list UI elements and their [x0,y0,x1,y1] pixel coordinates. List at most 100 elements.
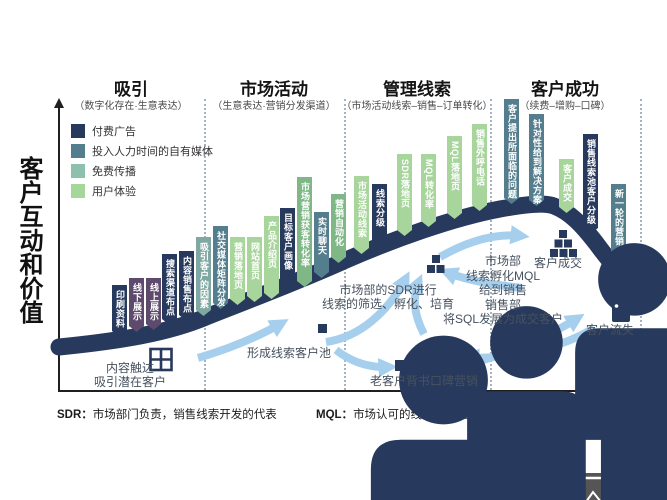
deal-box-icon [554,239,563,248]
annotation-line: 线索孵化MQL [465,268,541,283]
journey-bar-label: SDR落地页 [400,159,410,209]
journey-bar: 吸引客户的因素 [196,237,211,316]
journey-bar: 市场活动线索 [354,176,369,254]
journey-bar-label: 印刷资料 [115,290,125,328]
legend-label: 投入人力时间的自有媒体 [92,145,213,158]
footnote-term: MQL： [316,409,354,421]
journey-bar: 销售线索池客户分级 [583,134,598,234]
journey-bar-label: 营销落地页 [233,242,243,290]
journey-bar-label: 市场营销获客转化率 [300,182,310,268]
y-axis-title: 客户互动和价值 [15,156,42,324]
legend-item: 免费传播 [71,161,213,180]
journey-bar-label: 网站首页 [250,242,260,280]
journey-bar: 搜索渠道布点 [162,254,177,325]
section-title: 吸引 [114,80,148,99]
journey-bar: MQL转化率 [421,154,436,227]
referral-box-icon [395,360,406,371]
journey-bar: 线索分级 [372,184,387,246]
journey-bar: 目标客户画像 [280,208,295,294]
journey-bar: 营销自动化 [331,194,346,263]
y-axis-line [58,107,60,392]
journey-bar-label: 营销自动化 [334,199,344,247]
footnote-term: SDR： [57,409,93,421]
journey-bar: 营销落地页 [230,237,245,305]
legend-item: 投入人力时间的自有媒体 [71,141,213,160]
deal-box-icon [559,249,568,257]
journey-bar-label: 针对性给到解决方案 [532,119,542,205]
annotation-line: 线索的筛选、孵化、培育 [321,297,455,312]
journey-bar: 社交媒体矩阵分发 [213,226,228,309]
legend-label: 用户体验 [92,185,136,198]
journey-bar: 线下展示 [129,278,144,332]
footnote-desc: 市场部门负责，销售线索开发的代表 [92,409,277,421]
sdr-box-icon [427,265,435,273]
deal-box-icon [564,239,572,248]
journey-bar-label: 线下展示 [132,283,142,321]
journey-bar: 实时聊天 [314,212,329,278]
legend-swatch-icon [71,143,85,158]
section-subtitle: （数字化存在·生意表达） [74,101,188,112]
annotation-line: 给到销售 [478,283,528,297]
legend-item: 用户体验 [71,181,213,200]
journey-bar: 新一轮的营销 [611,184,626,264]
deal-box-icon [569,249,577,257]
journey-bar-label: 社交媒体矩阵分发 [216,231,226,307]
legend-label: 免费传播 [92,165,136,178]
sdr-box-icon [432,255,440,263]
annotation-line: 市场部 [484,254,522,268]
section-title: 客户成功 [531,80,599,99]
section-subtitle: （市场活动线索–销售–订单转化） [341,101,493,112]
journey-bar: 市场营销获客转化率 [297,177,312,287]
journey-curve-path [50,195,643,356]
legend: 付费广告投入人力时间的自有媒体免费传播用户体验 [71,121,213,201]
journey-bar: 销售外呼电话 [472,124,487,211]
annotation: 内容触达吸引潜在客户 [94,361,166,389]
section-divider [490,99,492,390]
annotation-line: 吸引潜在客户 [93,375,167,390]
journey-bar: MQL落地页 [447,136,462,219]
journey-bar-label: MQL转化率 [424,159,434,209]
journey-bar: 线上展示 [146,278,161,330]
arrow-sdr-to-deal [438,225,530,261]
arrow-sales-to-sdr [438,267,523,292]
section-title: 市场活动 [240,80,308,99]
journey-bar: 网站首页 [247,237,262,302]
journey-bar-label: 销售线索池客户分级 [586,139,596,225]
section-title: 管理线索 [383,80,451,99]
journey-bar-label: MQL落地页 [450,141,460,191]
door-icon [612,290,630,322]
legend-label: 付费广告 [92,125,136,138]
annotation-line: 市场部的SDR进行 [339,283,437,297]
journey-bar-label: 新一轮的营销 [614,189,624,246]
arrow-content-to-pool [196,319,289,362]
section-subtitle: （生意表达·营销分发渠道） [212,101,336,112]
legend-swatch-icon [71,183,85,198]
annotation-line: 客户成交 [533,256,583,270]
journey-bar-label: 客户成交 [562,164,572,202]
annotation: 客户成交 [534,256,582,270]
arrow-pool-to-sdr [325,271,410,346]
lead-box-icon [318,324,327,333]
journey-bar-label: 客户提出所面临的问题 [507,104,517,199]
journey-bar-label: 线上展示 [149,283,159,321]
journey-bar-label: 线索分级 [375,189,385,227]
arrow-left-to-referral [333,346,398,378]
referral-box-icon [436,360,447,371]
journey-bar: 客户提出所面临的问题 [504,99,519,204]
annotation: 形成线索客户池 [247,346,331,360]
legend-swatch-icon [71,123,85,138]
section-subtitle: （续费–增购–口碑） [519,101,611,112]
journey-bar-label: 实时聊天 [317,217,327,255]
journey-bar-label: 内容销售布点 [182,256,192,313]
journey-bar: 印刷资料 [112,285,127,337]
footnote: SDR：市场部门负责，销售线索开发的代表 [57,406,277,422]
journey-bar: 产品介绍页 [264,216,279,299]
person-lead-pool-icon [467,306,586,500]
legend-swatch-icon [71,163,85,178]
journey-bar-label: 目标客户画像 [283,213,293,270]
annotation-line: 客户流失 [585,323,635,337]
annotation-line: 内容触达 [105,361,155,375]
